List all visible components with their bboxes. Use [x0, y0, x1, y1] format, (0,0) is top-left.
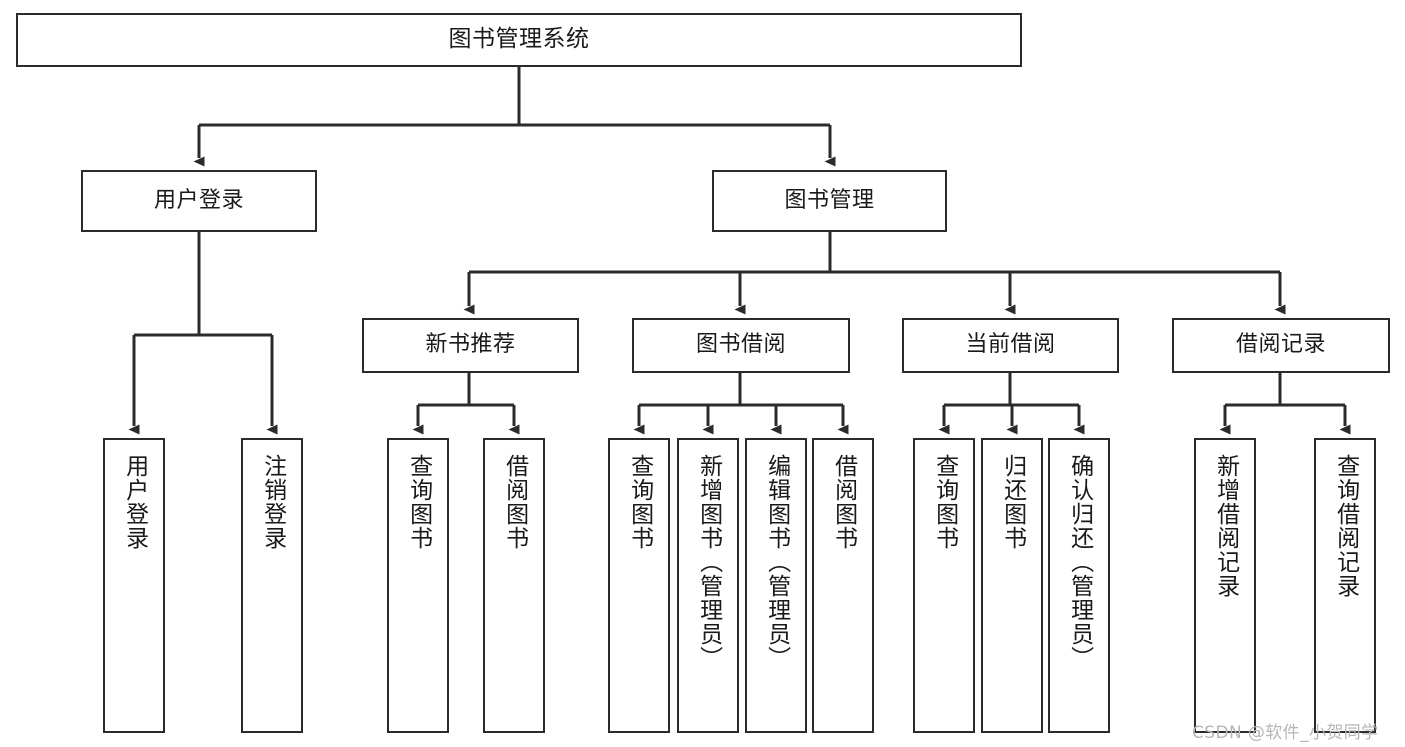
node-new-book-recommend[interactable]: 新书推荐	[362, 318, 579, 373]
node-leaf-add-book-label: 新增图书（管理员）	[695, 454, 722, 670]
node-leaf-user-login[interactable]: 用户登录	[103, 438, 165, 733]
node-leaf-edit-book[interactable]: 编辑图书（管理员）	[745, 438, 807, 733]
node-book-borrow[interactable]: 图书借阅	[632, 318, 850, 373]
node-book-borrow-label: 图书借阅	[695, 332, 786, 358]
node-leaf-add-book[interactable]: 新增图书（管理员）	[677, 438, 739, 733]
node-leaf-add-record[interactable]: 新增借阅记录	[1194, 438, 1256, 733]
node-leaf-logout[interactable]: 注销登录	[241, 438, 303, 733]
csdn-watermark: CSDN @软件_小贺同学	[1192, 723, 1379, 743]
node-leaf-query-record-label: 查询借阅记录	[1332, 454, 1359, 598]
node-leaf-query-book-3[interactable]: 查询图书	[913, 438, 975, 733]
node-leaf-query-book-1-label: 查询图书	[405, 454, 432, 550]
node-user-login-label: 用户登录	[153, 187, 244, 213]
node-user-login[interactable]: 用户登录	[81, 170, 317, 232]
node-leaf-query-record[interactable]: 查询借阅记录	[1314, 438, 1376, 733]
node-current-borrow-label: 当前借阅	[965, 332, 1056, 358]
node-borrow-records[interactable]: 借阅记录	[1172, 318, 1390, 373]
node-leaf-add-record-label: 新增借阅记录	[1212, 454, 1239, 598]
node-current-borrow[interactable]: 当前借阅	[902, 318, 1119, 373]
node-book-management[interactable]: 图书管理	[712, 170, 947, 232]
node-leaf-query-book-1[interactable]: 查询图书	[387, 438, 449, 733]
node-leaf-return-book-label: 归还图书	[999, 454, 1026, 550]
node-leaf-confirm-return[interactable]: 确认归还（管理员）	[1048, 438, 1110, 733]
node-leaf-edit-book-label: 编辑图书（管理员）	[763, 454, 790, 670]
node-leaf-user-login-label: 用户登录	[121, 454, 148, 550]
node-book-management-label: 图书管理	[784, 187, 875, 213]
node-leaf-borrow-book-2-label: 借阅图书	[830, 454, 857, 550]
node-root[interactable]: 图书管理系统	[16, 13, 1022, 67]
node-leaf-logout-label: 注销登录	[259, 454, 286, 550]
node-leaf-query-book-2-label: 查询图书	[626, 454, 653, 550]
node-leaf-confirm-return-label: 确认归还（管理员）	[1066, 454, 1093, 670]
node-leaf-borrow-book-1[interactable]: 借阅图书	[483, 438, 545, 733]
node-leaf-query-book-3-label: 查询图书	[931, 454, 958, 550]
node-leaf-borrow-book-2[interactable]: 借阅图书	[812, 438, 874, 733]
node-borrow-records-label: 借阅记录	[1235, 332, 1326, 358]
node-leaf-return-book[interactable]: 归还图书	[981, 438, 1043, 733]
node-root-label: 图书管理系统	[448, 26, 590, 53]
node-leaf-query-book-2[interactable]: 查询图书	[608, 438, 670, 733]
node-leaf-borrow-book-1-label: 借阅图书	[501, 454, 528, 550]
node-new-book-recommend-label: 新书推荐	[425, 332, 516, 358]
